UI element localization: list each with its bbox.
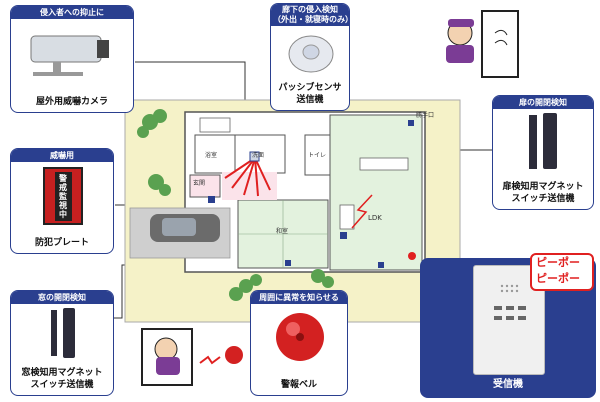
window-card-header: 窓の開閉検知 — [11, 291, 113, 304]
room-toilet-label: トイレ — [308, 152, 327, 159]
door-sensor-card: 扉の開閉検知 扉検知用マグネット スイッチ送信機 — [492, 95, 594, 210]
passive-card-label-2: 送信機 — [296, 95, 324, 105]
alarm-bubble — [530, 253, 594, 291]
room-washroom-label: 洗面 — [252, 152, 265, 159]
camera-card-label: 屋外用威嚇カメラ — [35, 97, 108, 107]
bell-marker — [408, 252, 416, 260]
room-entrance-label: 玄関 — [193, 180, 206, 187]
passive-sensor-icon — [288, 35, 334, 73]
plate-text: 警戒監視中 — [54, 171, 72, 221]
plate-card: 威嚇用 警戒監視中 防犯プレート — [10, 148, 114, 254]
shrubs — [137, 109, 334, 301]
bell-card-label: 警報ベル — [280, 380, 317, 390]
receiver-card-label: 受信機 — [493, 379, 523, 390]
door-card-label-1: 扉検知用マグネット — [502, 182, 584, 192]
burglar-illustration-bottom — [141, 328, 243, 386]
passive-card-header: 廊下の侵入検知 （外出・就寝時のみ） — [271, 4, 349, 26]
door-card-label-2: スイッチ送信機 — [511, 194, 575, 204]
window-card-label-1: 窓検知用マグネット — [21, 368, 103, 378]
door-card-header: 扉の開閉検知 — [493, 96, 593, 109]
bell-card-header: 周囲に異常を知らせる — [251, 291, 347, 304]
passive-header-line2: （外出・就寝時のみ） — [273, 15, 350, 24]
room-bath-label: 浴室 — [205, 152, 218, 159]
receiver-device-icon — [494, 284, 526, 320]
sensor-devices — [208, 120, 414, 268]
alarm-text-2: ピーポー — [536, 272, 580, 285]
burglar-illustration-top — [446, 10, 519, 78]
alarm-text-1: ピーポー — [536, 256, 580, 269]
passive-header-line1: 廊下の侵入検知 — [282, 5, 338, 14]
plate-card-header: 威嚇用 — [11, 149, 113, 162]
camera-card-header: 侵入者への抑止に — [11, 6, 133, 19]
bell-card: 周囲に異常を知らせる 警報ベル — [250, 290, 348, 396]
room-back-door-label: 勝手口 — [416, 112, 435, 119]
passive-sensor-card: 廊下の侵入検知 （外出・就寝時のみ） パッシブセンサ 送信機 — [270, 3, 350, 111]
camera-card: 侵入者への抑止に 屋外用威嚇カメラ — [10, 5, 134, 113]
window-card-label-2: スイッチ送信機 — [30, 380, 94, 390]
room-ldk-label: LDK — [368, 214, 382, 222]
alarm-bell-icon — [276, 313, 324, 361]
magnet-switch-icon — [51, 308, 75, 358]
security-plate-icon: 警戒監視中 — [43, 167, 83, 225]
passive-card-label-1: パッシブセンサ — [278, 83, 342, 93]
room-japanese-label: 和室 — [276, 228, 289, 235]
door-magnet-icon — [529, 113, 557, 169]
window-sensor-card: 窓の開閉検知 窓検知用マグネット スイッチ送信機 — [10, 290, 114, 396]
plate-card-label: 防犯プレート — [34, 238, 89, 248]
camera-icon — [30, 35, 109, 76]
